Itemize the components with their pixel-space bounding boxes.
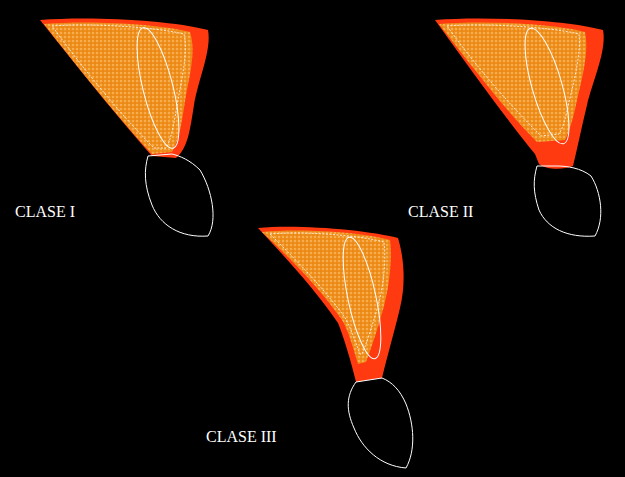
class-label: CLASE II (408, 203, 473, 221)
class-label: CLASE III (206, 428, 277, 446)
section-figure (258, 227, 413, 468)
class-label: CLASE I (15, 203, 75, 221)
